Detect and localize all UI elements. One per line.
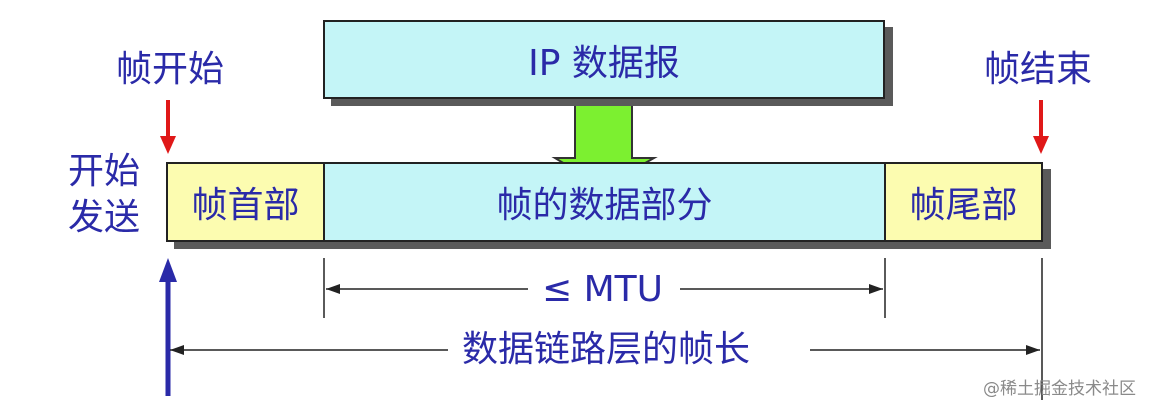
frame-start-red-arrow	[160, 100, 176, 154]
frame-end-label: 帧结束	[984, 49, 1093, 90]
ip-datagram-label: IP 数据报	[528, 42, 680, 84]
frame-trailer-box: 帧尾部	[884, 162, 1043, 242]
ip-datagram-box: IP 数据报	[323, 20, 885, 99]
frame-data-label: 帧的数据部分	[496, 185, 713, 226]
frame-end-red-arrow	[1033, 100, 1049, 154]
frame-start-label: 帧开始	[116, 49, 225, 90]
mtu-dimension-line	[326, 284, 883, 294]
mtu-label: ≤ MTU	[542, 269, 664, 310]
frame-data-box: 帧的数据部分	[323, 162, 886, 242]
frame-header-label: 帧首部	[191, 185, 300, 226]
frame-length-label: 数据链路层的帧长	[462, 329, 751, 370]
start-send-blue-arrow	[159, 258, 177, 396]
frame-trailer-label: 帧尾部	[909, 185, 1018, 226]
start-send-label-line1: 开始	[68, 151, 141, 192]
frame-header-box: 帧首部	[166, 162, 325, 242]
watermark: @稀土掘金技术社区	[983, 379, 1136, 399]
start-send-label-line2: 发送	[68, 197, 141, 238]
frame-length-dimension-line	[170, 345, 1040, 355]
